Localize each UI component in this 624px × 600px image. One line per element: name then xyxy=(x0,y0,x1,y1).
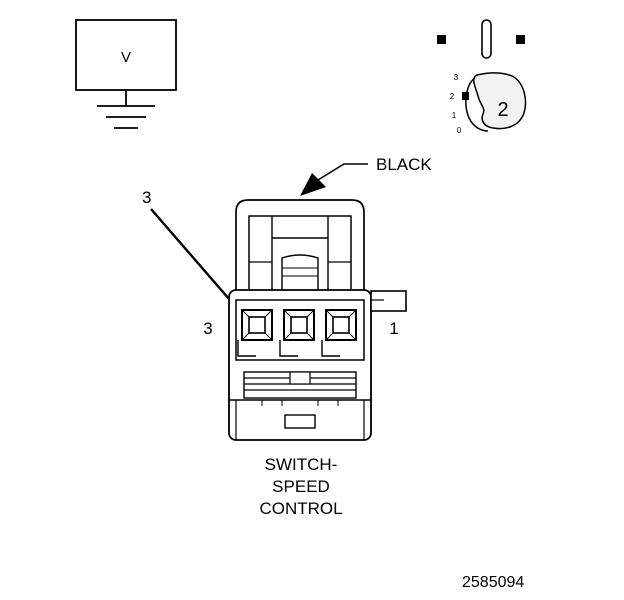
component-name-line-1: SWITCH- xyxy=(265,455,338,474)
selector-dot-left xyxy=(437,35,446,44)
ignition-switch-symbol: 3 2 1 0 2 xyxy=(437,19,527,135)
component-name-line-3: CONTROL xyxy=(259,499,342,518)
figure-number: 2585094 xyxy=(462,574,524,591)
component-name: SWITCH- SPEED CONTROL xyxy=(259,455,342,518)
terminal-cavity-pin-1 xyxy=(321,309,357,357)
selector-position-1: 1 xyxy=(452,111,457,120)
ground-icon xyxy=(97,105,155,129)
terminal-cavity-pin-3 xyxy=(237,309,273,357)
color-leader-line xyxy=(317,163,368,181)
connector-side-key xyxy=(370,290,407,312)
color-callout: BLACK xyxy=(300,155,432,196)
terminal-cavity-frame xyxy=(235,299,365,361)
selector-position-3: 3 xyxy=(454,73,459,82)
pin-label-right: 1 xyxy=(389,319,398,338)
selector-current-position: 2 xyxy=(497,99,508,121)
connector-shroud xyxy=(229,399,371,440)
connector-lock-window xyxy=(284,414,316,429)
voltmeter-symbol: V xyxy=(75,19,177,129)
selector-position-0: 0 xyxy=(457,126,462,135)
selector-position-2: 2 xyxy=(450,92,455,101)
color-arrowhead xyxy=(300,173,326,196)
latch-tab xyxy=(281,254,319,290)
connector-color-label: BLACK xyxy=(376,155,432,174)
pin-label-left: 3 xyxy=(203,319,212,338)
voltmeter-label: V xyxy=(121,49,131,66)
connector-ribs xyxy=(243,371,357,399)
connector-latch-inner xyxy=(248,215,352,290)
key-slot-icon xyxy=(481,19,492,59)
selector-dot-right xyxy=(516,35,525,44)
connector-latch xyxy=(235,199,365,290)
connector-body: 3 1 xyxy=(203,199,407,441)
pin-callout-number: 3 xyxy=(142,188,151,207)
component-name-line-2: SPEED xyxy=(272,477,330,496)
selector-knob-icon xyxy=(462,72,527,132)
terminal-cavity-pin-2 xyxy=(279,309,315,357)
